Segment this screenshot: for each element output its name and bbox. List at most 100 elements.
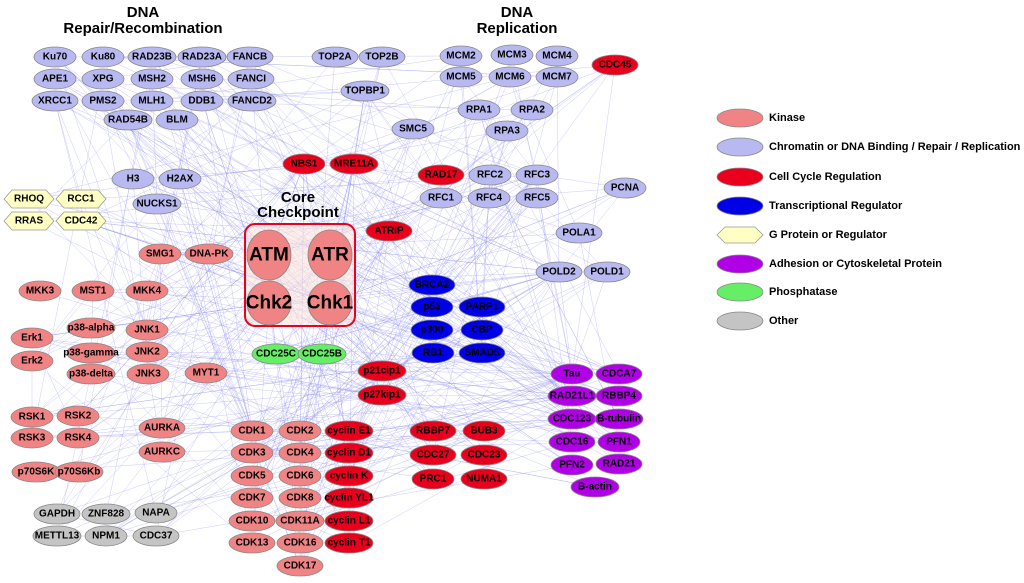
node-pms2[interactable]: [81, 90, 125, 112]
node-p70s6kb[interactable]: [54, 461, 104, 483]
node-p38-delta[interactable]: [66, 363, 116, 385]
node-rad21[interactable]: [595, 453, 643, 475]
node-ku70[interactable]: [33, 46, 77, 68]
node-cdc23[interactable]: [460, 444, 508, 466]
node-cdk4[interactable]: [278, 442, 322, 464]
node-msh2[interactable]: [130, 68, 174, 90]
node-rfc1[interactable]: [419, 187, 463, 209]
node-pold2[interactable]: [535, 261, 583, 283]
node-cdc27[interactable]: [409, 444, 457, 466]
node-nucks1[interactable]: [132, 193, 182, 215]
node-blm[interactable]: [155, 109, 199, 131]
node-jnk3[interactable]: [126, 363, 170, 385]
node-ape1[interactable]: [33, 68, 77, 90]
node-rfc4[interactable]: [467, 187, 511, 209]
node-mcm3[interactable]: [490, 44, 534, 66]
node-cdk3[interactable]: [230, 442, 274, 464]
node-bub3[interactable]: [462, 420, 506, 442]
node-msh6[interactable]: [180, 68, 224, 90]
node-dna-pk[interactable]: [184, 243, 234, 265]
node-nbs1[interactable]: [282, 153, 326, 175]
node-rad54b[interactable]: [103, 109, 153, 131]
node-fancd2[interactable]: [227, 90, 277, 112]
node-tau[interactable]: [550, 363, 594, 385]
node-cyclin-l1[interactable]: [324, 510, 374, 532]
node-h3[interactable]: [111, 168, 155, 190]
node-mcm2[interactable]: [439, 45, 483, 67]
node-pold1[interactable]: [583, 261, 631, 283]
node-napa[interactable]: [134, 502, 178, 524]
node-erk1[interactable]: [10, 327, 54, 349]
node-rfc5[interactable]: [515, 187, 559, 209]
node-cyclin-d1[interactable]: [324, 442, 374, 464]
node-cdk5[interactable]: [230, 465, 274, 487]
node-b-actin[interactable]: [570, 476, 620, 498]
node-cdk6[interactable]: [278, 465, 322, 487]
node-cdk7[interactable]: [230, 487, 274, 509]
node-xrcc1[interactable]: [31, 90, 79, 112]
node-cdc25b[interactable]: [297, 343, 347, 365]
node-fanci[interactable]: [227, 68, 275, 90]
node-rhoq[interactable]: [3, 189, 55, 209]
node-atrip[interactable]: [365, 220, 413, 242]
node-aurka[interactable]: [138, 417, 186, 439]
node-cyclin-yl1[interactable]: [324, 487, 374, 509]
node-cdk11a[interactable]: [275, 510, 325, 532]
node-rpa3[interactable]: [485, 120, 529, 142]
node-pfn1[interactable]: [597, 431, 641, 453]
node-cdk2[interactable]: [278, 420, 322, 442]
node-atm[interactable]: [246, 229, 292, 281]
node-cdk1[interactable]: [230, 420, 274, 442]
node-mcm5[interactable]: [439, 66, 483, 88]
node-rcc1[interactable]: [55, 189, 107, 209]
node-cdk17[interactable]: [276, 555, 324, 577]
node-p27kip1[interactable]: [357, 384, 407, 406]
node-myt1[interactable]: [184, 362, 228, 384]
node-ku80[interactable]: [81, 46, 125, 68]
node-cdk13[interactable]: [228, 532, 276, 554]
node-mcm4[interactable]: [535, 45, 579, 67]
node-parp1[interactable]: [458, 296, 506, 318]
node-znf828[interactable]: [81, 503, 131, 525]
node-prc1[interactable]: [411, 468, 455, 490]
node-mcm7[interactable]: [535, 66, 579, 88]
node-cdc42[interactable]: [55, 211, 107, 231]
node-rsk3[interactable]: [10, 427, 54, 449]
node-aurkc[interactable]: [138, 441, 186, 463]
node-rsk2[interactable]: [56, 405, 100, 427]
node-top2b[interactable]: [358, 46, 406, 68]
node-cdc37[interactable]: [132, 525, 180, 547]
node-xpg[interactable]: [81, 68, 125, 90]
node-cyclin-t1[interactable]: [324, 532, 374, 554]
node-pcna[interactable]: [603, 177, 647, 199]
node-cyclin-e1[interactable]: [324, 420, 374, 442]
node-smg1[interactable]: [138, 243, 182, 265]
node-mcm6[interactable]: [488, 66, 532, 88]
node-p38-gamma[interactable]: [66, 342, 116, 364]
node-npm1[interactable]: [84, 525, 128, 547]
node-erk2[interactable]: [10, 350, 54, 372]
node-rbbp7[interactable]: [409, 420, 457, 442]
node-rad17[interactable]: [417, 164, 465, 186]
node-rbbp4[interactable]: [595, 385, 643, 407]
node-cyclin-k[interactable]: [324, 465, 374, 487]
node-b-tubulin[interactable]: [594, 408, 644, 430]
node-cdk10[interactable]: [228, 510, 276, 532]
node-cdk16[interactable]: [276, 532, 324, 554]
node-rfc3[interactable]: [515, 164, 559, 186]
node-smc5[interactable]: [391, 118, 435, 140]
node-topbp1[interactable]: [340, 80, 390, 102]
node-mlh1[interactable]: [130, 90, 174, 112]
node-cdca7[interactable]: [595, 363, 643, 385]
node-atr[interactable]: [307, 229, 353, 281]
node-top2a[interactable]: [311, 46, 359, 68]
node-gapdh[interactable]: [33, 503, 81, 525]
node-rras[interactable]: [3, 211, 55, 231]
node-chk1[interactable]: [307, 280, 353, 326]
node-mkk4[interactable]: [125, 280, 169, 302]
node-jnk1[interactable]: [125, 319, 169, 341]
node-rad23a[interactable]: [177, 46, 227, 68]
node-cdc45[interactable]: [591, 54, 639, 76]
node-cdk8[interactable]: [278, 487, 322, 509]
node-rad23b[interactable]: [127, 46, 177, 68]
